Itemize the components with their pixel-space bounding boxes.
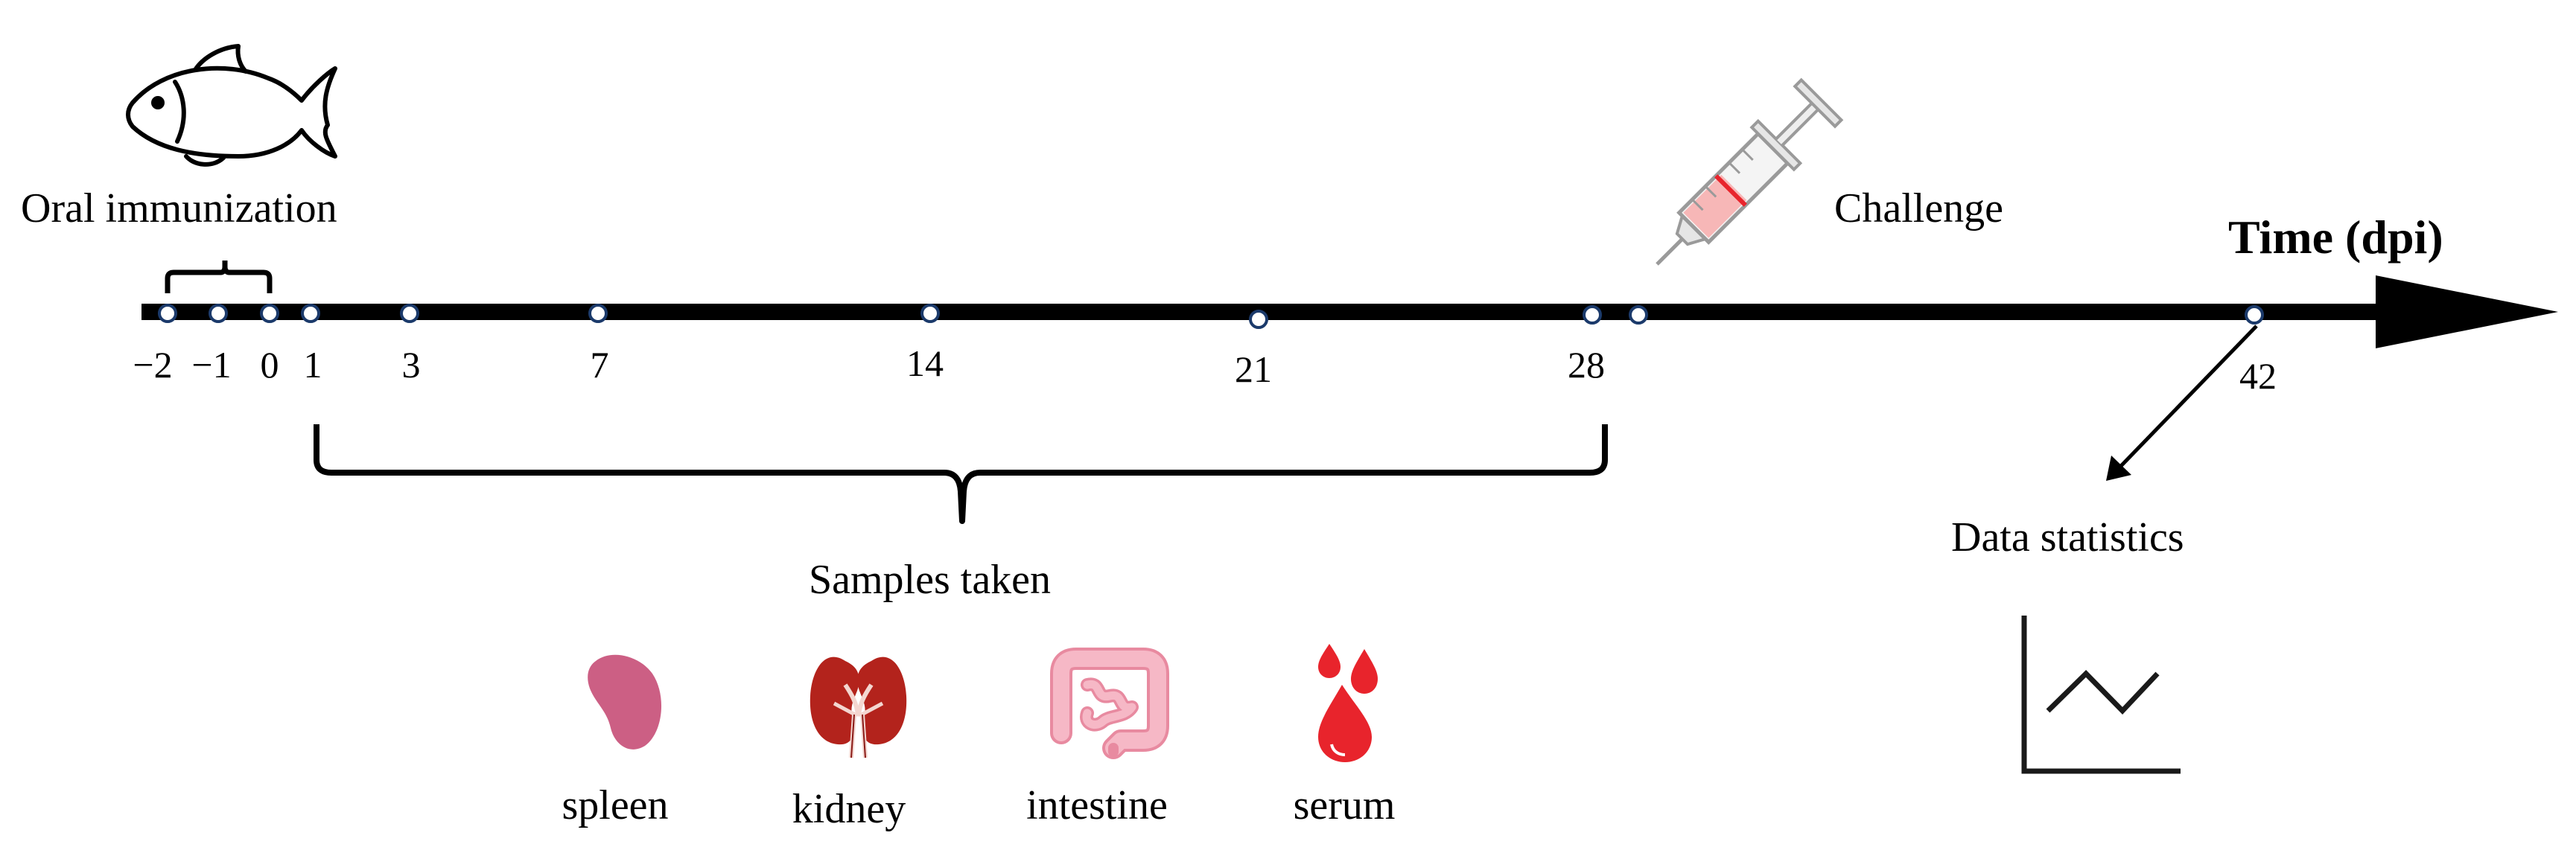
- line-chart-icon: [2021, 616, 2181, 774]
- data-statistics-label: Data statistics: [1951, 514, 2184, 560]
- samples-bracket: [314, 424, 1608, 524]
- tick-label: 0: [261, 344, 279, 386]
- tick-label: 21: [1235, 348, 1272, 390]
- time-points: [158, 304, 2264, 329]
- time-point-marker: [260, 304, 279, 323]
- time-axis-title: Time (dpi): [2228, 211, 2443, 263]
- challenge-label: Challenge: [1834, 185, 2003, 231]
- time-point-marker: [209, 304, 228, 323]
- statistics-arrowhead: [2106, 456, 2131, 481]
- tick-label: −2: [133, 344, 172, 386]
- time-point-marker: [1629, 305, 1648, 325]
- time-point-marker: [400, 304, 419, 323]
- samples-taken-label: Samples taken: [809, 557, 1051, 603]
- tick-label: 3: [402, 344, 421, 386]
- tick-label: 7: [591, 344, 609, 386]
- tick-label: 1: [304, 344, 322, 386]
- time-axis-arrowhead: [2376, 275, 2558, 348]
- kidney-icon: [810, 656, 907, 758]
- spleen-icon: [588, 654, 662, 750]
- sample-label-spleen: spleen: [562, 782, 668, 828]
- time-point-marker: [301, 304, 320, 323]
- blood-drop-icon: [1318, 644, 1378, 762]
- tick-label: 42: [2239, 355, 2277, 397]
- time-point-marker: [920, 304, 940, 323]
- tick-label: −1: [191, 344, 231, 386]
- fish-icon: [126, 44, 337, 167]
- time-point-marker: [1249, 310, 1268, 329]
- sample-label-serum: serum: [1294, 782, 1396, 828]
- tick-label: 14: [906, 342, 944, 384]
- statistics-arrow: [2119, 325, 2258, 467]
- time-point-marker: [2245, 305, 2264, 325]
- tick-label: 28: [1568, 344, 1605, 386]
- oral-immunization-label: Oral immunization: [21, 185, 337, 231]
- time-point-marker: [158, 304, 177, 323]
- time-point-marker: [1583, 305, 1602, 325]
- syringe-icon: [1656, 77, 1844, 266]
- intestine-icon: [1050, 648, 1169, 759]
- time-point-marker: [588, 304, 608, 323]
- sample-label-kidney: kidney: [792, 786, 906, 832]
- immunization-bracket: [165, 261, 273, 293]
- sample-label-intestine: intestine: [1026, 782, 1168, 828]
